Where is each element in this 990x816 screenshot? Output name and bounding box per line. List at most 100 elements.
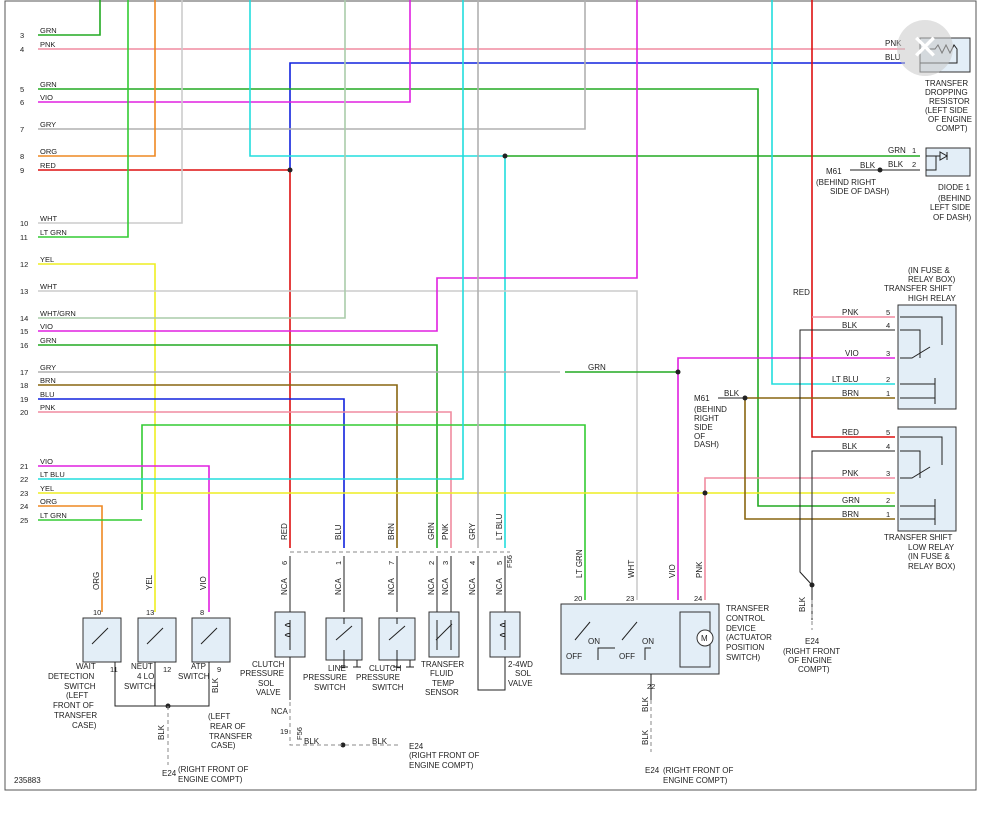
transfer-control-device: M OFF ON OFF ON 22 BLK BLK E24 (RIGHT FR… [560,549,772,785]
e24r-label: E24 [805,637,820,646]
fourwd-t2: SOL [515,669,532,678]
wait-label-3: (LEFT [66,691,88,700]
high-relay-p3: 3 [886,349,890,358]
pin-9-wire-color: RED [40,161,56,170]
pin-16-wire-color: GRN [40,336,57,345]
ls-wire-1: YEL [145,574,154,590]
valve-nca-6: NCA [495,577,504,595]
high-relay-p5: 5 [886,308,890,317]
pin-11-wire-color: LT GRN [40,228,67,237]
wire-vio-hi3 [677,357,895,600]
atp-switch [191,617,231,663]
line-sw-t2: PRESSURE [303,673,347,682]
wire-ltblu-relay [771,0,895,385]
close-overlay-button[interactable]: ✕ [897,20,953,76]
pin-15-number: 15 [20,327,28,336]
e24r-loc-3: COMPT) [798,665,830,674]
pin-19-wire-color: BLU [40,390,55,399]
act-blk: BLK [641,696,650,712]
resistor-loc-1: (LEFT SIDE [925,106,968,115]
high-relay-title: TRANSFER SHIFT [884,284,953,293]
pin-25-wire-color: LT GRN [40,511,67,520]
e24-ground-right: BLK E24 (RIGHT FRONT OF ENGINE COMPT) [783,596,840,674]
wire-brn-lo1 [744,398,895,520]
pin-17-number: 17 [20,368,28,377]
transfer-case-switches: ORG1011YEL1312VIO89WAITDETECTIONSWITCH(L… [48,572,252,784]
act-on2: ON [642,637,654,646]
low-relay-w2: GRN [842,496,860,505]
high-relay-loc-2: RELAY BOX) [908,275,956,284]
pin-21-wire-color: VIO [40,457,53,466]
ls-blk2: BLK [211,677,220,693]
diode-loc-1: (BEHIND [938,194,971,203]
wire-pnk-lo3 [704,477,895,600]
atp-loc-1: REAR OF [210,722,246,731]
pin-5-wire-color: GRN [40,80,57,89]
low-relay-w1: BRN [842,510,859,519]
wire-wht-10 [38,0,183,224]
line-sw-t1: LINE [328,664,346,673]
pin-18-number: 18 [20,381,28,390]
temp-t1: TRANSFER [421,660,464,669]
wire-red-relay [811,0,895,438]
m61b-loc-5: DASH) [694,440,719,449]
pin-16-number: 16 [20,341,28,350]
valve-pin-6: 5 [495,561,504,565]
valve-pin-3: 2 [427,561,436,565]
m61b-loc-3: SIDE [694,423,713,432]
high-relay-w1: BRN [842,389,859,398]
valve-wire-4: PNK [441,523,450,540]
ls-pin-bot-2: 9 [217,665,221,674]
valve-pin-4: 3 [441,561,450,565]
wait-label-2: SWITCH [64,682,96,691]
ls-loc-2: ENGINE COMPT) [178,775,243,784]
ls-pin-top-0: 10 [93,608,101,617]
ls-pin-top-2: 8 [200,608,204,617]
ls-pin-top-1: 13 [146,608,154,617]
neut-label-1: 4 LO [137,672,154,681]
diode-grn-label: GRN [888,146,906,155]
wire-vio-21 [38,465,210,612]
high-relay-w4: BLK [842,321,858,330]
m61b-blk: BLK [724,389,740,398]
bottom-ground-f56: NCA 19 F56 BLK BLK E24 (RIGHT FRONT OF E… [271,657,479,770]
low-relay-loc-1: (IN FUSE & [908,552,950,561]
pin-8-wire-color: ORG [40,147,57,156]
clutch-sw-t1: CLUTCH [369,664,402,673]
act-title-1: CONTROL [726,614,766,623]
valve-wire-1: BLU [334,524,343,540]
m61-loc-2: SIDE OF DASH) [830,187,889,196]
valve-wire-6: LT BLU [495,513,504,540]
valve-nca-4: NCA [441,577,450,595]
wire-grn-16 [38,344,438,548]
pin-15-wire-color: VIO [40,322,53,331]
act-title-0: TRANSFER [726,604,769,613]
act-wire-1: WHT [627,560,636,578]
ls-pin-bot-1: 12 [163,665,171,674]
wire-vio-15 [38,0,638,332]
wire-gry-7 [38,0,586,130]
pin-13-wire-color: WHT [40,282,57,291]
wire-ltgrn-actuator [141,424,586,600]
m61b-label: M61 [694,394,710,403]
wait-detection-switch [82,617,122,663]
neut-label-2: SWITCH [124,682,156,691]
high-relay-w3: VIO [845,349,859,358]
pin-7-number: 7 [20,125,24,134]
act-off1: OFF [566,652,582,661]
atp-loc-2: TRANSFER [209,732,252,741]
act-pin-20: 20 [574,594,582,603]
pin-19-number: 19 [20,395,28,404]
pin-10-wire-color: WHT [40,214,57,223]
atp-loc-3: CASE) [211,741,236,750]
wire-org-24 [38,505,103,612]
ls-wire-0: ORG [92,572,101,590]
wire-wht-13 [38,290,638,600]
pin-23-number: 23 [20,489,28,498]
high-relay-loc-1: (IN FUSE & [908,266,950,275]
wire-grn-5 [38,88,895,507]
wire-blu-resistor [289,62,905,170]
relay-grounds [799,329,895,630]
bg-blk1: BLK [304,737,320,746]
